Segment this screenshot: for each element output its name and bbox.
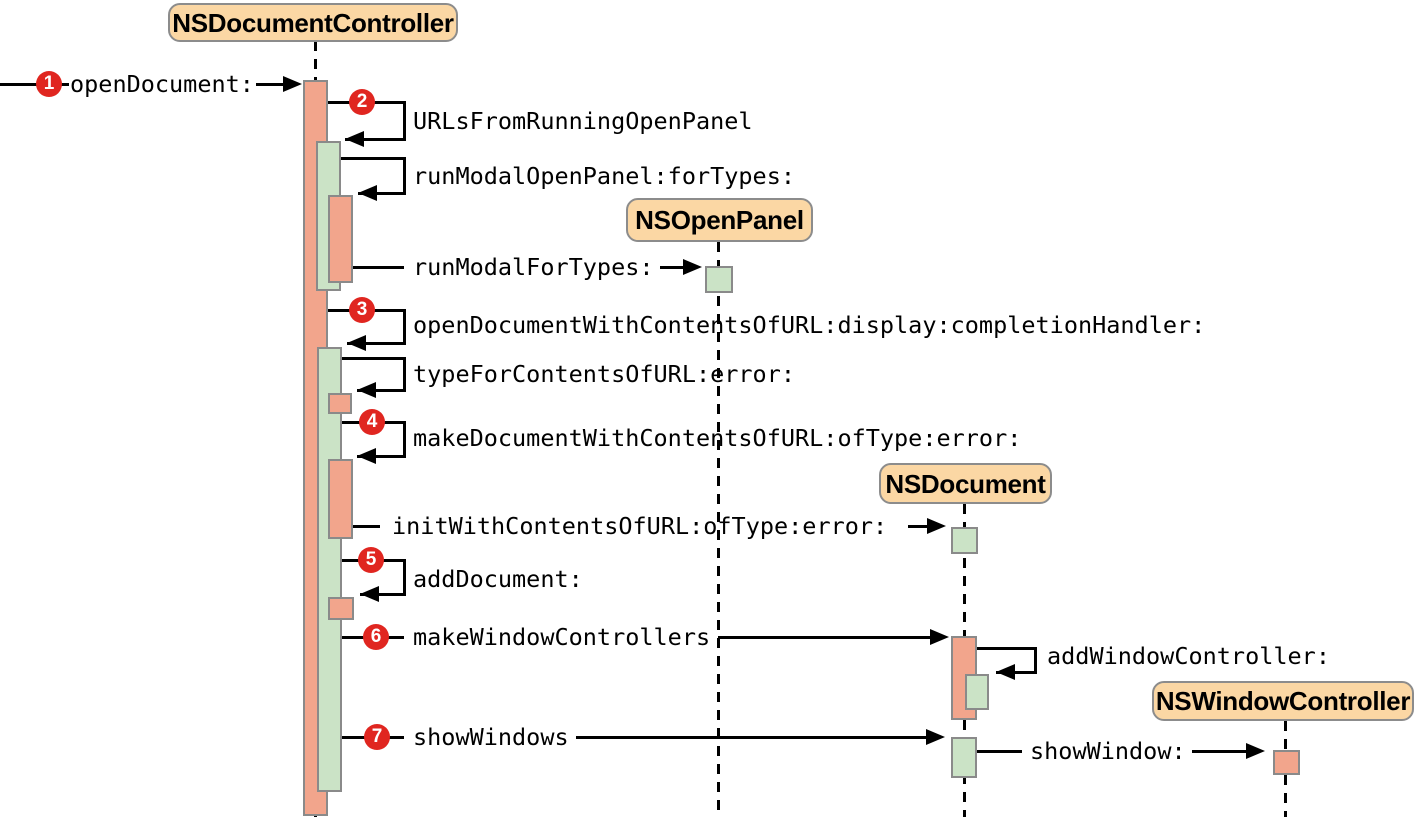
activation-makedocument: [328, 459, 353, 539]
return-line: [358, 192, 406, 195]
call-line: [977, 647, 1037, 650]
message-label-adddocument: addDocument:: [413, 565, 583, 593]
step-badge-5: 5: [358, 547, 384, 573]
call-line: [977, 750, 1022, 753]
call-line: [908, 525, 930, 528]
message-label-urlsfromrunning: URLsFromRunningOpenPanel: [413, 107, 753, 135]
call-line: [353, 266, 404, 269]
call-line: [342, 357, 406, 360]
call-line: [403, 421, 406, 458]
return-arrowhead: [358, 185, 377, 201]
activation-showwindows: [951, 737, 977, 778]
message-label-opendocument: openDocument:: [70, 70, 254, 98]
return-line: [357, 455, 406, 458]
step-badge-2: 2: [349, 89, 375, 115]
message-label-runmodalfortypes: runModalForTypes:: [413, 253, 654, 281]
return-line: [347, 342, 406, 345]
call-line: [0, 83, 37, 86]
actor-nswindowcontroller: NSWindowController: [1152, 681, 1414, 721]
return-arrowhead: [345, 131, 364, 147]
call-line: [403, 357, 406, 392]
activation-showwindow: [1273, 750, 1300, 775]
message-label-showwindows: showWindows: [413, 723, 569, 751]
call-arrowhead: [283, 76, 302, 92]
message-label-initwithcontents: initWithContentsOfURL:ofType:error:: [392, 512, 888, 540]
activation-typeforcontents: [328, 393, 352, 414]
return-arrowhead: [357, 382, 376, 398]
step-badge-7: 7: [364, 724, 390, 750]
call-arrowhead: [927, 518, 946, 534]
call-line: [353, 525, 380, 528]
return-arrowhead: [347, 335, 366, 351]
lifeline-nsopenpanel: [717, 242, 720, 817]
call-line: [403, 309, 406, 345]
call-line: [61, 83, 69, 86]
call-line: [403, 157, 406, 195]
actor-nsdocument: NSDocument: [879, 463, 1052, 504]
return-arrowhead: [996, 664, 1015, 680]
message-label-typeforcontents: typeForContentsOfURL:error:: [413, 360, 796, 388]
call-line: [718, 636, 932, 639]
activation-runmodalfortypes: [705, 266, 733, 293]
call-line: [1034, 647, 1037, 674]
call-arrowhead: [926, 729, 945, 745]
call-line: [1192, 750, 1248, 753]
message-label-addwindowctrl: addWindowController:: [1047, 642, 1330, 670]
step-badge-3: 3: [349, 297, 375, 323]
message-label-showwindow: showWindow:: [1030, 737, 1186, 765]
return-arrowhead: [360, 586, 379, 602]
step-badge-4: 4: [359, 409, 385, 435]
activation-adddocument: [328, 597, 354, 620]
message-label-makedocumentwith: makeDocumentWithContentsOfURL:ofType:err…: [413, 424, 1022, 452]
call-line: [256, 83, 286, 86]
call-line: [576, 736, 928, 739]
return-line: [360, 593, 406, 596]
message-label-runmodalopenpanel: runModalOpenPanel:forTypes:: [413, 162, 796, 190]
return-arrowhead: [357, 448, 376, 464]
call-line: [341, 157, 406, 160]
return-line: [996, 671, 1037, 674]
step-badge-1: 1: [36, 71, 62, 97]
activation-opendocumentwithcontents: [317, 347, 342, 792]
actor-nsdocumentcontroller: NSDocumentController: [168, 3, 458, 42]
call-line: [403, 559, 406, 596]
call-line: [403, 101, 406, 141]
message-label-opendocumentwith: openDocumentWithContentsOfURL:display:co…: [413, 311, 1206, 339]
return-line: [345, 138, 406, 141]
call-arrowhead: [930, 629, 949, 645]
call-line: [660, 266, 686, 269]
call-arrowhead: [683, 259, 702, 275]
actor-nsopenpanel: NSOpenPanel: [626, 198, 813, 242]
return-line: [357, 389, 406, 392]
message-label-makewindowctrls: makeWindowControllers: [413, 623, 711, 651]
activation-runmodalopenpanel: [328, 195, 353, 283]
call-arrowhead: [1246, 743, 1265, 759]
activation-addwindowcontroller: [965, 674, 989, 710]
step-badge-6: 6: [363, 624, 389, 650]
activation-initwithcontents: [951, 527, 978, 554]
